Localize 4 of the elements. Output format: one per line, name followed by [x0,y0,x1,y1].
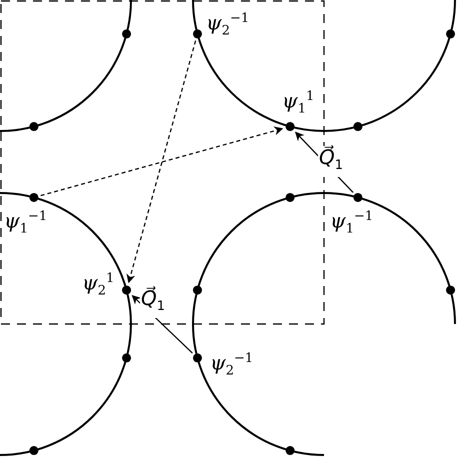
edge-label: Q⃗$_{1}$ [140,287,166,318]
arrow [40,126,284,196]
arrow [126,40,196,284]
edge-label: Q⃗$_{1}$ [318,146,344,177]
